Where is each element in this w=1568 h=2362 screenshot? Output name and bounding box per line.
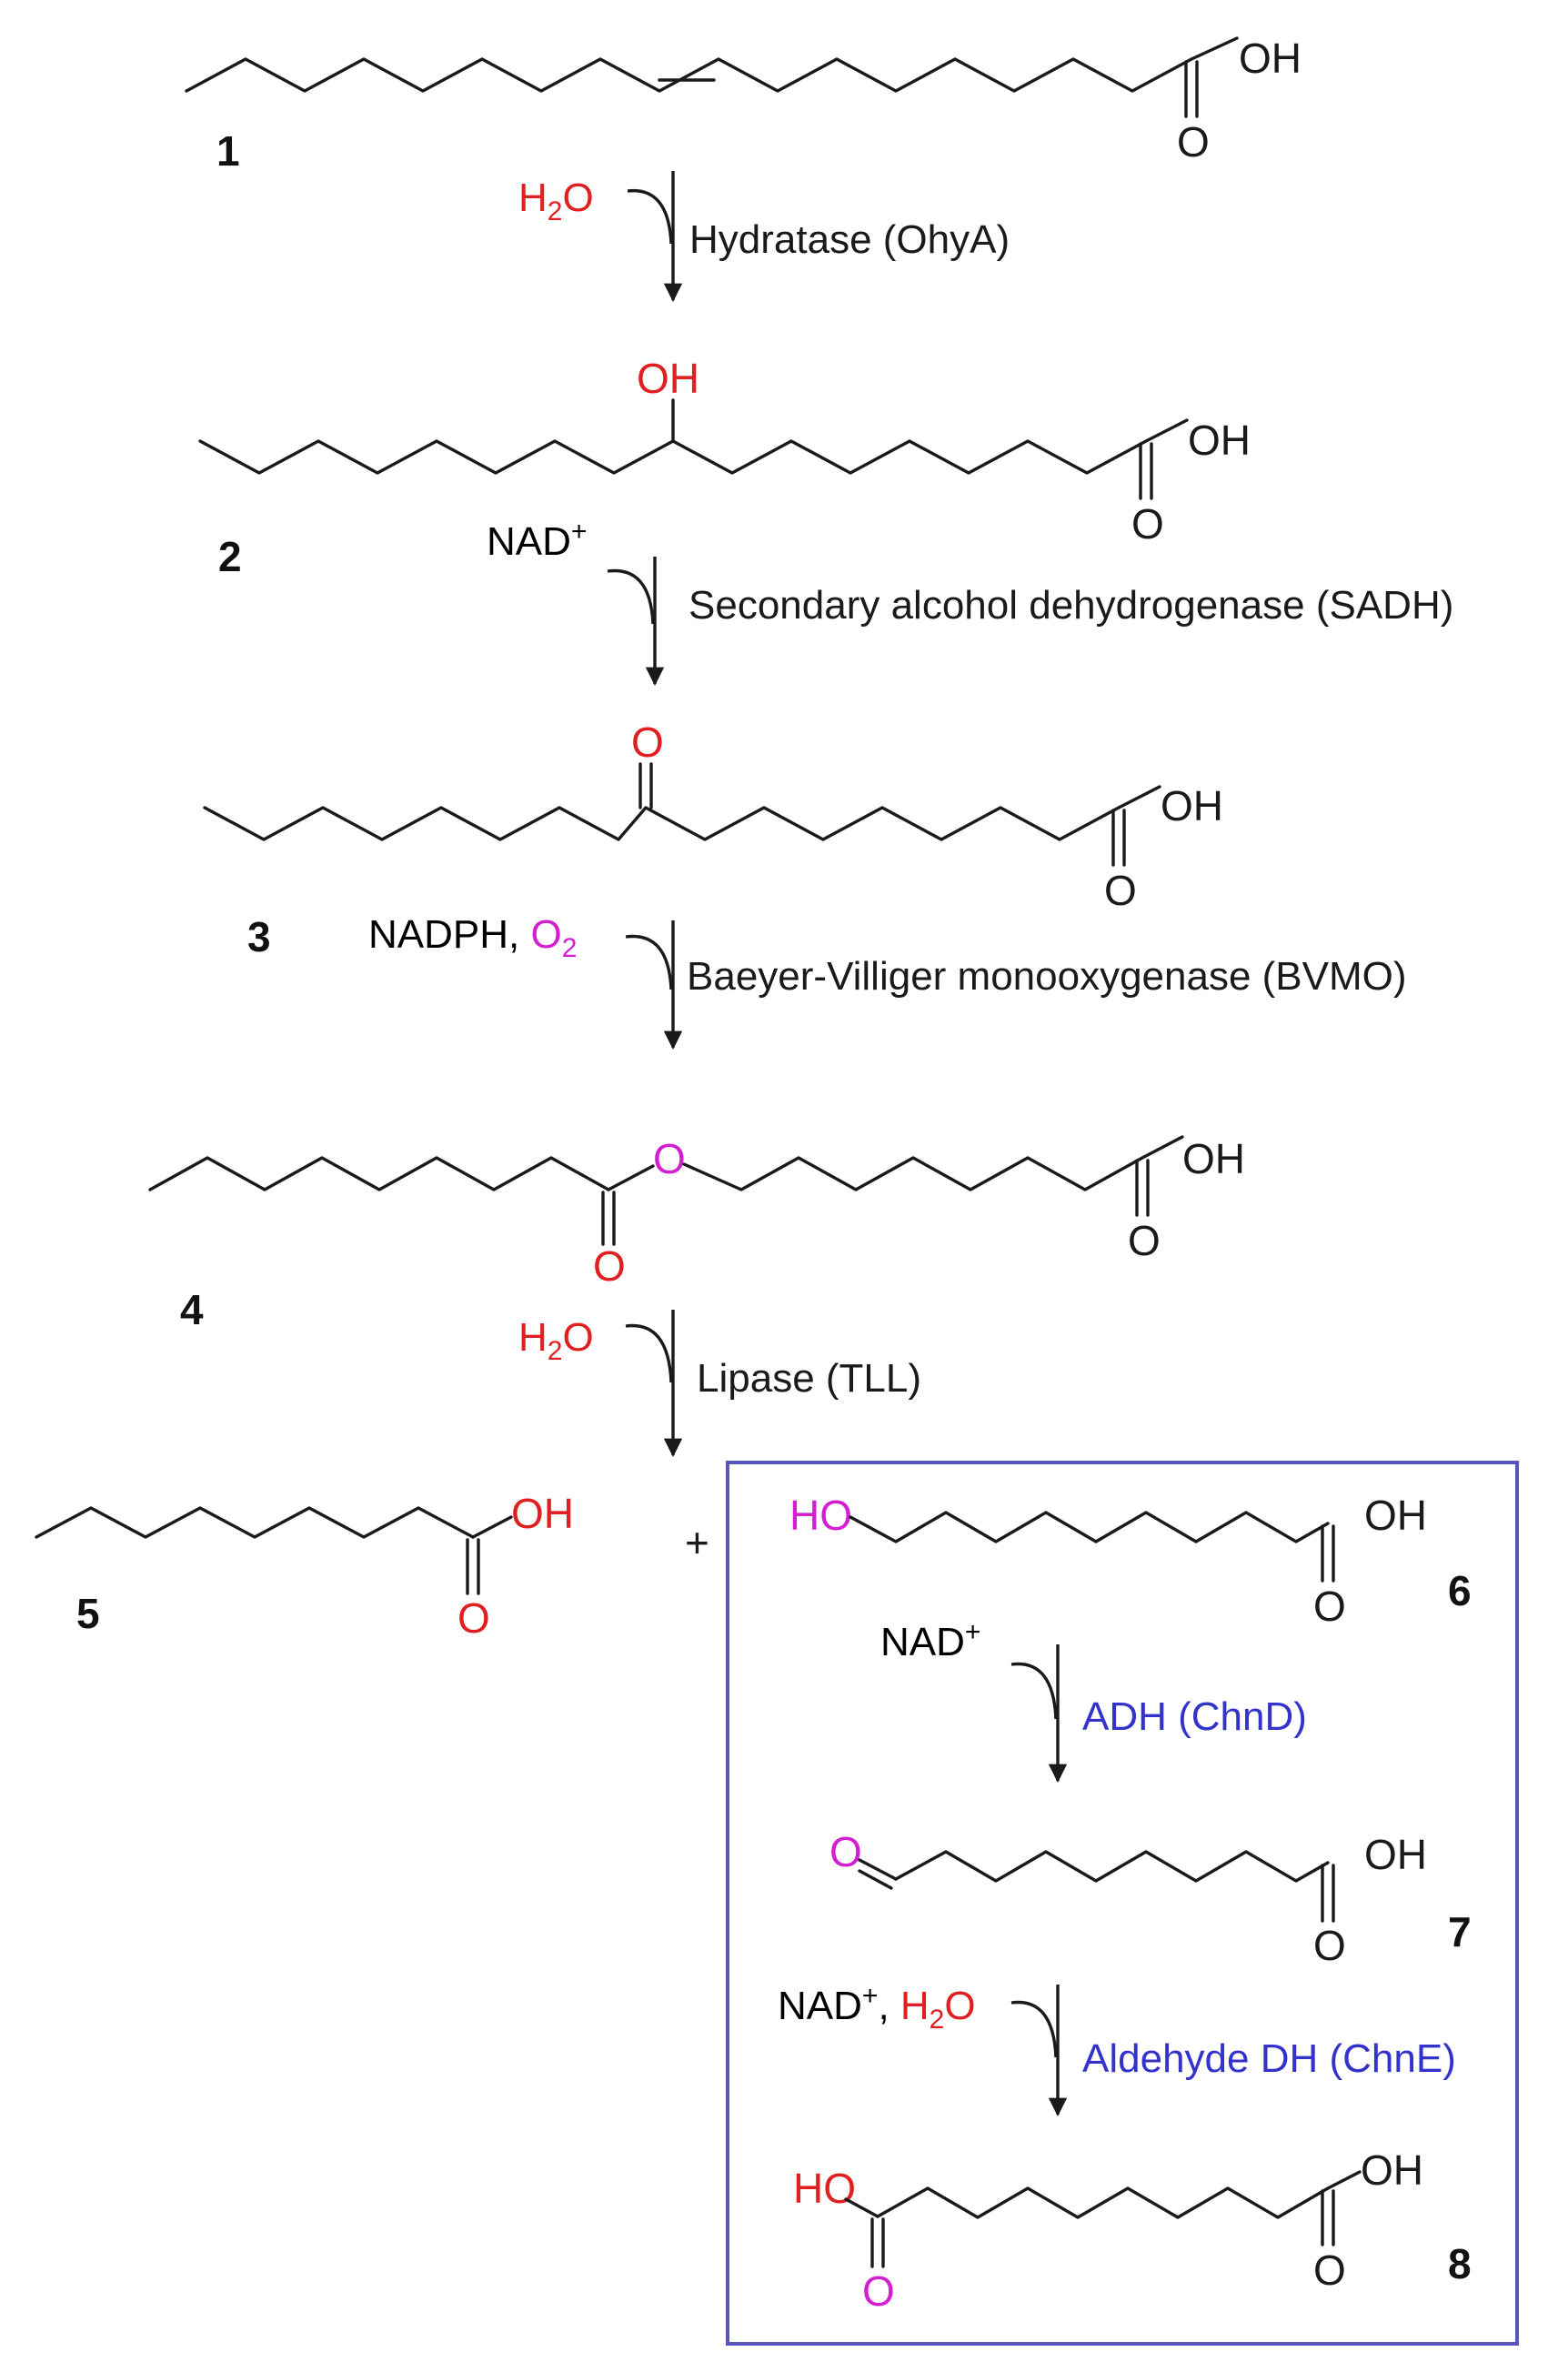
enzyme-aldehyde-dh-chne: Aldehyde DH (ChnE) <box>1082 2036 1456 2081</box>
compound-1: OH O 1 <box>185 35 1302 175</box>
compound-4: O O OH O 4 <box>148 1135 1245 1333</box>
compound-7-number: 7 <box>1448 1908 1472 1955</box>
step-aldehyde-dh: NAD+, H2O Aldehyde DH (ChnE) <box>778 1981 1456 2117</box>
compound-6-oh: OH <box>1364 1492 1427 1539</box>
compound-3: O OH O 3 <box>203 719 1223 960</box>
compound-7-o: O <box>1313 1922 1346 1969</box>
compound-4-oh: OH <box>1182 1135 1245 1182</box>
compound-2-oh: OH <box>1188 417 1251 464</box>
compound-1-number: 1 <box>216 127 240 175</box>
enzyme-sadh: Secondary alcohol dehydrogenase (SADH) <box>689 583 1453 628</box>
compound-6-number: 6 <box>1448 1567 1472 1614</box>
compound-5: OH O 5 <box>35 1490 574 1642</box>
reagent-nad-1: NAD+ <box>487 517 587 564</box>
downstream-pathway-box <box>726 1461 1519 2346</box>
compound-6-ho: HO <box>789 1492 852 1539</box>
reagent-water-1: H2O <box>518 176 594 226</box>
compound-7: O OH O 7 <box>829 1828 1472 1969</box>
step-bvmo: NADPH, O2 Baeyer-Villiger monooxygenase … <box>368 912 1407 1050</box>
compound-7-oh: OH <box>1364 1831 1427 1878</box>
compound-6-chain <box>849 1511 1330 1543</box>
compound-1-oh: OH <box>1239 35 1302 82</box>
compound-3-ketone-o: O <box>631 719 664 766</box>
compound-4-acyl-chain <box>148 1156 610 1191</box>
compound-7-aldehyde-o: O <box>829 1828 862 1875</box>
reagent-nad-2: NAD+ <box>880 1617 980 1664</box>
compound-8-number: 8 <box>1448 2240 1472 2287</box>
compound-8-ho: HO <box>793 2165 856 2212</box>
compound-2-oh-hydroxyl: OH <box>637 355 699 402</box>
compound-2-chain <box>198 439 1148 475</box>
compound-4-ester-o: O <box>653 1135 686 1182</box>
compound-1-o: O <box>1177 118 1210 166</box>
reagent-nad-water: NAD+, H2O <box>778 1981 976 2035</box>
compound-5-chain <box>35 1506 475 1539</box>
compound-8-oh: OH <box>1361 2146 1423 2194</box>
compound-8-o: O <box>1313 2246 1346 2294</box>
enzyme-adh-chnd: ADH (ChnD) <box>1082 1694 1307 1739</box>
step-sadh: NAD+ Secondary alcohol dehydrogenase (SA… <box>487 517 1453 687</box>
plus-sign: + <box>685 1519 709 1566</box>
compound-4-acid-chain <box>682 1156 1144 1191</box>
compound-1-chain <box>185 57 1193 93</box>
compound-4-o: O <box>1128 1217 1161 1264</box>
compound-3-chain <box>203 806 1121 841</box>
compound-8-chain <box>876 2170 1362 2219</box>
compound-2: OH OH O 2 <box>198 355 1251 580</box>
compound-6: HO OH O 6 <box>789 1492 1472 1630</box>
compound-2-number: 2 <box>218 533 242 580</box>
step-adh: NAD+ ADH (ChnD) <box>880 1617 1307 1784</box>
compound-4-number: 4 <box>180 1286 204 1333</box>
compound-8: HO O OH O 8 <box>793 2146 1472 2315</box>
compound-8-o-left: O <box>862 2267 895 2315</box>
compound-3-oh: OH <box>1161 782 1223 829</box>
reagent-nadph-o2: NADPH, O2 <box>368 912 577 963</box>
step-hydratase: H2O Hydratase (OhyA) <box>518 171 1010 303</box>
compound-2-o: O <box>1131 500 1164 548</box>
compound-3-o: O <box>1104 867 1137 914</box>
enzyme-bvmo: Baeyer-Villiger monooxygenase (BVMO) <box>687 954 1407 999</box>
compound-6-o: O <box>1313 1583 1346 1630</box>
compound-5-oh: OH <box>511 1490 574 1537</box>
enzyme-lipase: Lipase (TLL) <box>697 1356 921 1401</box>
enzyme-hydratase: Hydratase (OhyA) <box>689 217 1010 262</box>
reagent-water-2: H2O <box>518 1315 594 1366</box>
compound-4-carbonyl-o: O <box>593 1242 626 1290</box>
step-lipase: H2O Lipase (TLL) <box>518 1310 921 1458</box>
compound-5-o: O <box>457 1594 490 1642</box>
compound-7-chain <box>894 1850 1330 1883</box>
compound-3-number: 3 <box>247 913 271 960</box>
compound-5-number: 5 <box>76 1590 100 1637</box>
